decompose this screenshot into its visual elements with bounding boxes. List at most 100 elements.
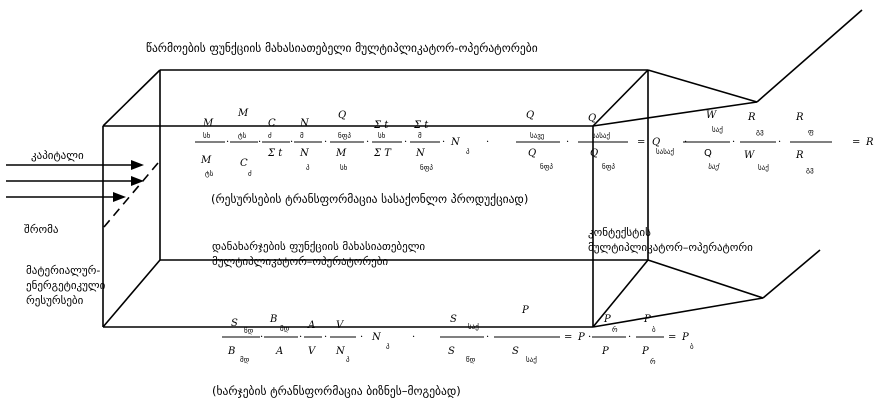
eq-sign: = — [852, 137, 861, 148]
ctx-den-2: W — [744, 150, 755, 161]
connect-bottom-left — [102, 259, 161, 328]
eq-sign: = — [668, 332, 677, 343]
bot-ctx-den-2-sub: რ — [650, 358, 656, 366]
top-den-7: N — [416, 148, 425, 159]
bot-den-1: B — [228, 346, 236, 357]
bot-den-5-sub: წდ — [466, 356, 476, 364]
input-label-labor: შრომა — [24, 223, 59, 236]
mul-dot: · — [442, 137, 446, 148]
top-den-8-sub: ნფპ — [540, 163, 553, 171]
top-num-9-sub: სასაქ — [592, 132, 611, 140]
top-num-9: Q — [588, 113, 597, 124]
mul-dot: · — [404, 137, 408, 148]
cost-function-label-1: დანახარჯების ფუნქციის მახასიათებელი — [212, 240, 426, 253]
connect-bottom-right — [592, 259, 649, 328]
ctx-den-1: Q — [704, 148, 712, 159]
bot-num-3: A — [308, 320, 316, 331]
bot-den-1-sub: მდ — [240, 356, 250, 364]
entry-dashed-line — [103, 162, 159, 228]
mul-dot: · — [360, 332, 364, 343]
input-label-materials-3: რესურსები — [26, 294, 84, 307]
mul-dot: · — [588, 332, 592, 343]
bot-n-factor-sub: პ — [386, 343, 390, 351]
top-num-6: Σ t — [374, 120, 389, 131]
top-den-6: Σ T — [374, 148, 391, 159]
context-triangle-top-upper — [647, 69, 758, 103]
bot-den-6-sub: საქ — [526, 356, 537, 364]
bot-num-5: S — [450, 314, 457, 325]
arrow-labor-head — [131, 176, 144, 186]
ctx-den-3-sub: გვ — [806, 166, 814, 174]
bot-result-pb-sub: ბ — [690, 343, 694, 351]
mul-dot: · — [290, 137, 294, 148]
mul-dot: · — [324, 332, 328, 343]
bot-num-2-sub: მდ — [280, 325, 290, 333]
top-den-4: N — [300, 148, 309, 159]
top-den-1: M — [201, 155, 212, 166]
arrow-capital-head — [131, 160, 144, 170]
bot-ctx-den-2: P — [642, 346, 649, 357]
top-num-4: N — [300, 118, 309, 129]
mul-dot: · — [260, 332, 264, 343]
top-num-1: M — [203, 118, 214, 129]
mul-dot: · — [366, 137, 370, 148]
ctx-den-3: R — [796, 150, 804, 161]
bot-num-1: S — [231, 318, 238, 329]
top-num-6-sub: სხ — [378, 132, 386, 140]
top-num-4-sub: მ — [300, 132, 304, 140]
bot-n-factor: N — [372, 332, 381, 343]
top-n-factor: N — [451, 137, 460, 148]
top-den-9-sub: ნფპ — [602, 163, 615, 171]
mul-dot: · — [299, 332, 303, 343]
top-den-7-sub: ნფპ — [420, 164, 433, 172]
context-label-2: მულტიპლიკატორ–ოპერატორი — [588, 241, 753, 254]
ctx-num-3: R — [796, 112, 804, 123]
bot-den-2: A — [276, 346, 284, 357]
resource-transform-caption: (რესურსების ტრანსფორმაცია სასაქონლო პროდ… — [211, 192, 529, 206]
connect-top-right — [592, 69, 649, 127]
ctx-num-3-sub: ფ — [808, 128, 814, 136]
mul-dot: · — [226, 137, 230, 148]
ctx-num-2-sub: გვ — [756, 128, 764, 136]
eq-sign: = — [637, 137, 646, 148]
top-result-q-sub: სასაქ — [656, 148, 675, 156]
cost-function-label-2: მულტიპლიკატორ–ოპერატორები — [212, 255, 389, 268]
top-den-2: C — [240, 158, 248, 169]
top-den-5: M — [336, 148, 347, 159]
context-triangle-bottom-upper — [647, 259, 764, 299]
mul-dot: · — [486, 332, 490, 343]
ctx-num-2: R — [748, 112, 756, 123]
input-label-materials-1: მატერიალურ- — [26, 264, 101, 277]
context-bottom-diagonal — [762, 249, 821, 299]
context-triangle-top-lower — [592, 101, 758, 127]
top-den-9: Q — [590, 148, 599, 159]
input-label-capital: კაპიტალი — [31, 149, 84, 162]
bot-ctx-num-1-sub: რ — [612, 326, 618, 334]
bot-num-4: V — [336, 320, 344, 331]
top-num-8: Q — [526, 110, 535, 121]
bot-ctx-den-1: P — [602, 346, 609, 357]
top-num-2: M — [238, 108, 249, 119]
top-num-3: C — [268, 118, 276, 129]
mul-dot: · — [628, 332, 632, 343]
top-den-1-sub: ტს — [205, 170, 214, 178]
bot-num-5-sub: საქ — [468, 323, 479, 331]
context-triangle-bottom-lower — [592, 297, 764, 328]
ctx-den-2-sub: საქ — [758, 164, 769, 172]
bot-den-3: V — [308, 346, 316, 357]
context-label-1: კონტექსტის — [588, 226, 651, 239]
bot-num-6: P — [522, 305, 529, 316]
top-num-7: Σ t — [414, 120, 429, 131]
top-num-8-sub: სავე — [530, 132, 545, 140]
top-den-5-sub: სხ — [340, 164, 348, 172]
arrow-materials-head — [113, 192, 126, 202]
context-diagonal — [756, 9, 863, 103]
mul-dot: · — [566, 137, 570, 148]
bot-num-1-sub: წდ — [244, 327, 254, 335]
mul-dot: · — [324, 137, 328, 148]
bot-result-p: P — [578, 332, 585, 343]
top-den-3: Σ t — [268, 148, 283, 159]
top-den-4-sub: პ — [306, 164, 310, 172]
cost-transform-caption: (ხარჯების ტრანსფორმაცია ბიზნეს–მოგებად) — [212, 384, 461, 398]
